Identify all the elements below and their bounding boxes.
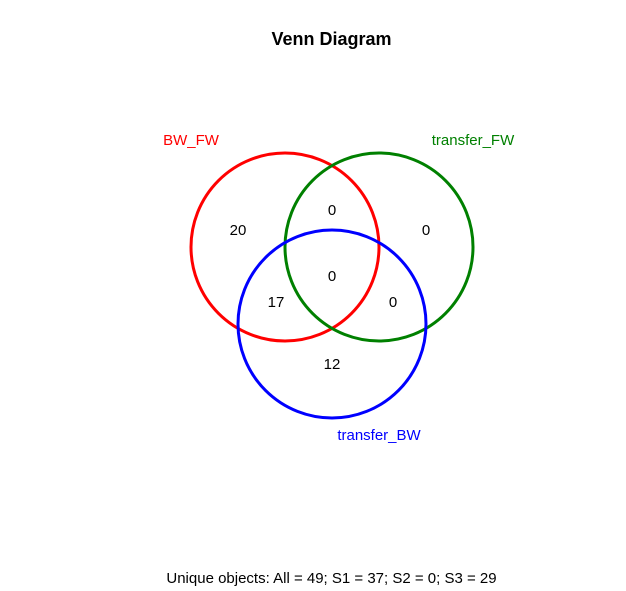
set-label-transfer-fw: transfer_FW [432, 132, 515, 149]
set-circle-bw-fw [189, 151, 381, 343]
set-circle-transfer-fw [283, 151, 475, 343]
set-label-bw-fw: BW_FW [163, 132, 220, 149]
region-count-transfer-fw-transfer-bw: 0 [389, 294, 397, 311]
region-count-bw-fw-transfer-fw: 0 [328, 202, 336, 219]
region-count-all-three: 0 [328, 268, 336, 285]
unique-objects-summary: Unique objects: All = 49; S1 = 37; S2 = … [166, 570, 497, 587]
set-label-transfer-bw: transfer_BW [337, 427, 421, 444]
region-count-bw-fw-transfer-bw: 17 [268, 294, 285, 311]
region-count-only-transfer-fw: 0 [422, 222, 430, 239]
region-count-only-bw-fw: 20 [230, 222, 247, 239]
diagram-title: Venn Diagram [271, 29, 392, 49]
region-count-only-transfer-bw: 12 [324, 356, 341, 373]
set-circle-transfer-bw [236, 228, 428, 420]
